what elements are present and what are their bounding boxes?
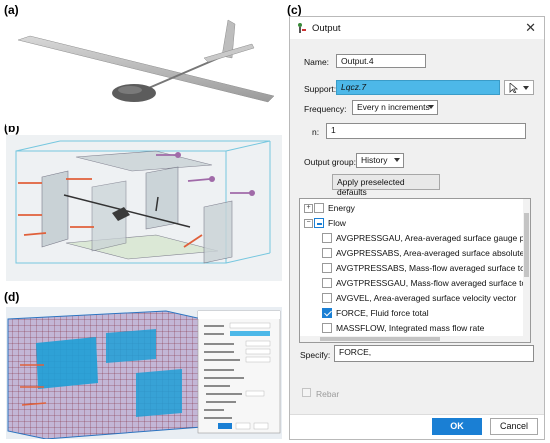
frequency-value: Every n increments <box>357 102 430 112</box>
tree-row-flow[interactable]: − Flow <box>300 216 525 231</box>
tree-checkbox[interactable] <box>322 263 332 273</box>
dialog-footer: OK Cancel <box>290 414 544 439</box>
tree-row-label: AVGPRESSGAU, Area-averaged surface gauge… <box>336 233 525 243</box>
tree-row-label: Flow <box>328 218 346 228</box>
glider-model-image <box>6 18 282 126</box>
cancel-button[interactable]: Cancel <box>490 418 538 435</box>
close-icon[interactable]: ✕ <box>525 20 536 35</box>
expand-icon[interactable]: + <box>304 204 313 213</box>
tree-row-label: FORCE, Fluid force total <box>336 308 429 318</box>
tree-row-item[interactable]: AVGTPRESSABS, Mass-flow averaged surface… <box>300 261 525 276</box>
panel-label-d: (d) <box>4 290 20 304</box>
output-app-icon <box>298 23 306 33</box>
output-group-label: Output group: <box>304 157 356 167</box>
tree-row-item[interactable]: AVGPRESSABS, Area-averaged surface absol… <box>300 246 525 261</box>
ok-button[interactable]: OK <box>432 418 482 435</box>
tree-row-label: AVGVEL, Area-averaged surface velocity v… <box>336 293 517 303</box>
tree-checkbox[interactable] <box>322 323 332 333</box>
tree-row-label: AVGPRESSABS, Area-averaged surface absol… <box>336 248 525 258</box>
output-dialog: Output ✕ Name: Output.4 Support: Lqcz.7 … <box>289 16 545 440</box>
tree-checkbox-checked[interactable] <box>322 308 332 318</box>
panel-label-c: (c) <box>287 3 302 17</box>
dialog-titlebar: Output ✕ <box>290 17 544 39</box>
tree-row-label: MASSFLOW, Integrated mass flow rate <box>336 323 485 333</box>
tree-vertical-scrollbar[interactable] <box>523 199 530 342</box>
tree-checkbox[interactable] <box>322 233 332 243</box>
tree-checkbox[interactable] <box>322 278 332 288</box>
tree-row-item[interactable]: FORCE, Fluid force total <box>300 306 525 321</box>
panel-label-a: (a) <box>4 3 19 17</box>
specify-label: Specify: <box>300 350 331 360</box>
dialog-title: Output <box>312 23 341 34</box>
tree-row-item[interactable]: MASSFLOW, Integrated mass flow rate <box>300 321 525 336</box>
support-field[interactable]: Lqcz.7 <box>336 80 500 95</box>
rebar-label: Rebar <box>316 389 340 399</box>
domain-setup-image <box>6 135 282 281</box>
output-variables-tree: + Energy − Flow AVGPRESSGAU, Area-averag… <box>299 198 531 343</box>
n-label: n: <box>312 127 320 137</box>
tree-row-label: AVGTPRESSGAU, Mass-flow averaged surface… <box>336 278 525 288</box>
apply-defaults-button[interactable]: Apply preselected defaults <box>332 174 440 197</box>
tree-row-label: AVGTPRESSABS, Mass-flow averaged surface… <box>336 263 525 273</box>
tree-checkbox[interactable] <box>314 203 324 213</box>
output-group-select[interactable]: History <box>356 153 404 168</box>
chevron-down-icon <box>394 158 400 162</box>
rebar-checkbox[interactable] <box>302 388 311 397</box>
tree-row-energy[interactable]: + Energy <box>300 201 525 216</box>
collapse-icon[interactable]: − <box>304 219 313 228</box>
support-label: Support: <box>304 84 337 94</box>
tree-checkbox[interactable] <box>314 218 324 228</box>
name-label: Name: <box>304 57 330 67</box>
frequency-label: Frequency: <box>304 104 347 114</box>
tree-row-item[interactable]: AVGPRESSGAU, Area-averaged surface gauge… <box>300 231 525 246</box>
frequency-select[interactable]: Every n increments <box>352 100 438 115</box>
tree-checkbox[interactable] <box>322 248 332 258</box>
name-field[interactable]: Output.4 <box>336 54 426 68</box>
mesh-image <box>6 307 282 439</box>
tree-row-item[interactable]: AVGTPRESSGAU, Mass-flow averaged surface… <box>300 276 525 291</box>
tree-row-item[interactable]: AVGVEL, Area-averaged surface velocity v… <box>300 291 525 306</box>
chevron-down-icon <box>428 105 434 109</box>
support-picker-button[interactable] <box>504 80 534 95</box>
specify-field[interactable]: FORCE, <box>334 345 534 362</box>
tree-horizontal-scrollbar[interactable] <box>300 336 525 342</box>
tree-row-label: Energy <box>328 203 355 213</box>
n-field[interactable]: 1 <box>326 123 526 139</box>
cursor-icon <box>509 83 529 93</box>
tree-checkbox[interactable] <box>322 293 332 303</box>
output-group-value: History <box>361 155 388 165</box>
